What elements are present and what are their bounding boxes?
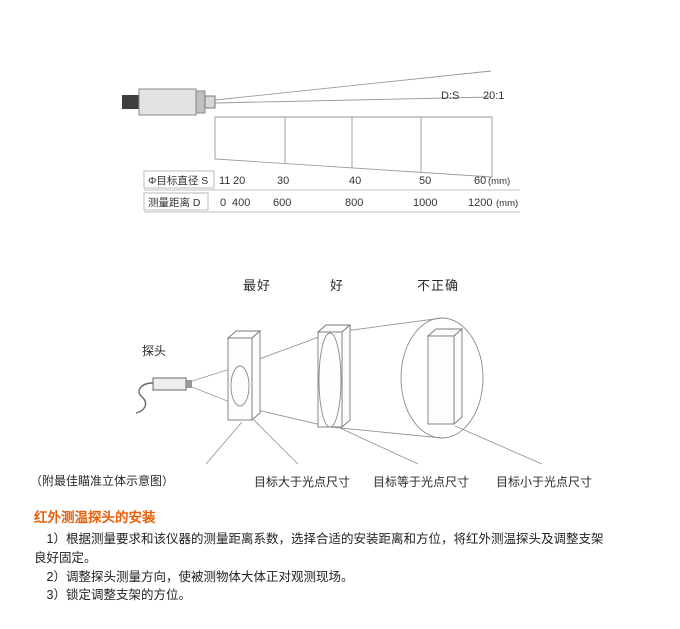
caption-target-larger: 目标大于光点尺寸 — [254, 475, 350, 489]
probe-collar — [195, 90, 206, 114]
install-step-line: 1）根据测量要求和该仪器的测量距离系数，选择合适的安装距离和方位，将红外测温探头… — [34, 532, 604, 546]
diameter-value: 20 — [233, 175, 245, 187]
probe-small-illustration — [135, 377, 192, 414]
target-plate-incorrect — [400, 317, 484, 439]
probe-illustration — [122, 88, 216, 116]
distance-value: 600 — [273, 197, 291, 209]
probe-label: 探头 — [142, 344, 166, 358]
light-spot-equal — [318, 332, 342, 428]
diameter-value: 40 — [349, 175, 361, 187]
label-good: 好 — [330, 278, 344, 293]
install-heading: 红外测温探头的安装 — [34, 510, 156, 525]
diameter-value: 50 — [419, 175, 431, 187]
diameter-label-box — [143, 170, 215, 189]
diameter-unit: (mm) — [488, 176, 510, 187]
diameter-value: 30 — [277, 175, 289, 187]
install-step-line: 2）调整探头测量方向，使被测物体大体正对观测现场。 — [34, 569, 354, 584]
diameter-value: 60 — [474, 175, 486, 187]
ratio-label: D:S — [441, 90, 459, 102]
distance-value: 0 — [220, 197, 226, 209]
install-step-line: 3）锁定调整支架的方位。 — [34, 588, 191, 603]
figure-note: （附最佳瞄准立体示意图） — [30, 473, 174, 488]
beam-sections — [214, 116, 493, 178]
distance-value: 800 — [345, 197, 363, 209]
caption-target-equal: 目标等于光点尺寸 — [373, 475, 469, 489]
light-spot-large — [400, 317, 484, 439]
probe-cable — [135, 382, 154, 414]
light-spot-small — [230, 365, 250, 407]
spot-size-table: Φ目标直径 S 11 20 30 40 50 60 (mm) 测量距离 D 0 … — [143, 170, 520, 213]
target-plate-good — [316, 324, 352, 428]
label-best: 最好 — [243, 278, 271, 293]
optical-ratio-diagram: D:S 20:1 Φ目标直径 S 11 20 30 40 50 60 (mm) … — [122, 70, 520, 213]
beam-fan — [191, 317, 443, 439]
ratio-value: 20:1 — [483, 90, 504, 102]
beam-cone — [214, 70, 492, 104]
probe-connector — [122, 95, 139, 109]
distance-value: 1000 — [413, 197, 437, 209]
diameter-value: 11 — [219, 175, 230, 187]
distance-value: 400 — [232, 197, 250, 209]
caption-target-smaller: 目标小于光点尺寸 — [496, 475, 592, 489]
aiming-diagram: 最好 好 不正确 探头 — [30, 278, 592, 489]
probe-tip — [186, 380, 192, 388]
install-section: 红外测温探头的安装 1）根据测量要求和该仪器的测量距离系数，选择合适的安装距离和… — [34, 506, 652, 605]
diameter-row-label: Φ目标直径 S — [148, 174, 208, 187]
install-step-line: 良好固定。 — [34, 550, 97, 565]
caption-leaders — [205, 419, 543, 465]
target-plate-best — [226, 330, 262, 421]
label-incorrect: 不正确 — [417, 278, 459, 293]
distance-row-label: 测量距离 D — [148, 196, 201, 209]
probe-tip — [204, 95, 216, 109]
probe-body — [138, 88, 197, 116]
distance-value: 1200 — [468, 197, 492, 209]
distance-unit: (mm) — [496, 198, 518, 209]
distance-label-box — [143, 192, 209, 211]
probe-body — [152, 377, 187, 391]
